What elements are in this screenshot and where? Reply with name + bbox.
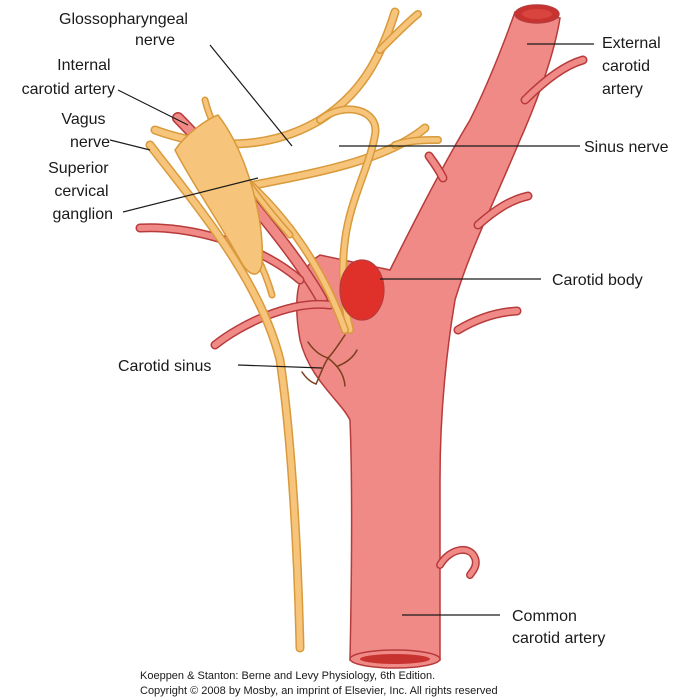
credit-line-1: Koeppen & Stanton: Berne and Levy Physio… [140, 670, 435, 682]
label-internal-carotid-artery: Internal carotid artery [22, 57, 115, 98]
branch-external-mid [473, 191, 533, 230]
leader-carotid-sinus [237, 364, 323, 369]
branch-short-upper [424, 151, 448, 183]
label-vagus-line2: nerve [70, 134, 110, 151]
branch-common-hook [436, 546, 480, 579]
label-external-carotid-line3: artery [602, 81, 643, 98]
label-carotid-body: Carotid body [552, 272, 643, 289]
label-external-carotid-artery: External carotid artery [602, 35, 665, 98]
label-internal-carotid-line2: carotid artery [22, 81, 115, 98]
label-glossopharyngeal-line1: Glossopharyngeal [59, 11, 188, 28]
label-external-carotid-line1: External [602, 35, 661, 52]
leader-lines [109, 43, 594, 616]
label-glossopharyngeal-line2: nerve [135, 32, 175, 49]
leader-vagus [109, 139, 151, 151]
label-ganglion-line3: ganglion [53, 206, 114, 223]
label-common-carotid-line2: carotid artery [512, 630, 605, 647]
common-carotid-lumen-inner [360, 654, 430, 664]
superior-cervical-ganglion [174, 114, 264, 275]
label-carotid-sinus: Carotid sinus [118, 358, 211, 375]
external-carotid-lumen-inner [522, 9, 552, 19]
leader-ganglion [122, 177, 259, 213]
label-vagus-nerve: Vagus nerve [61, 111, 110, 151]
label-common-carotid-line1: Common [512, 608, 577, 625]
label-sinus-nerve: Sinus nerve [584, 139, 669, 156]
credit-line-2: Copyright © 2008 by Mosby, an imprint of… [140, 685, 498, 697]
label-superior-cervical-ganglion: Superior cervical ganglion [48, 160, 113, 223]
branch-external-top [520, 55, 588, 105]
leader-glossopharyngeal [209, 44, 293, 147]
branch-external-low [453, 306, 522, 335]
label-common-carotid-artery: Common carotid artery [512, 608, 605, 647]
label-glossopharyngeal-nerve: Glossopharyngeal nerve [59, 11, 192, 49]
label-ganglion-line1: Superior [48, 160, 109, 177]
carotid-sinus-nerve-endings [301, 334, 358, 387]
label-internal-carotid-line1: Internal [57, 57, 110, 74]
nerve-right-twig [391, 136, 442, 149]
label-external-carotid-line2: carotid [602, 58, 650, 75]
label-ganglion-line2: cervical [54, 183, 108, 200]
glossopharyngeal-branch-top [376, 10, 422, 54]
carotid-body [339, 259, 385, 321]
leader-internal-carotid [117, 89, 189, 126]
vagus-nerve [145, 140, 305, 653]
common-external-carotid-artery [295, 11, 561, 661]
label-vagus-line1: Vagus [61, 111, 105, 128]
